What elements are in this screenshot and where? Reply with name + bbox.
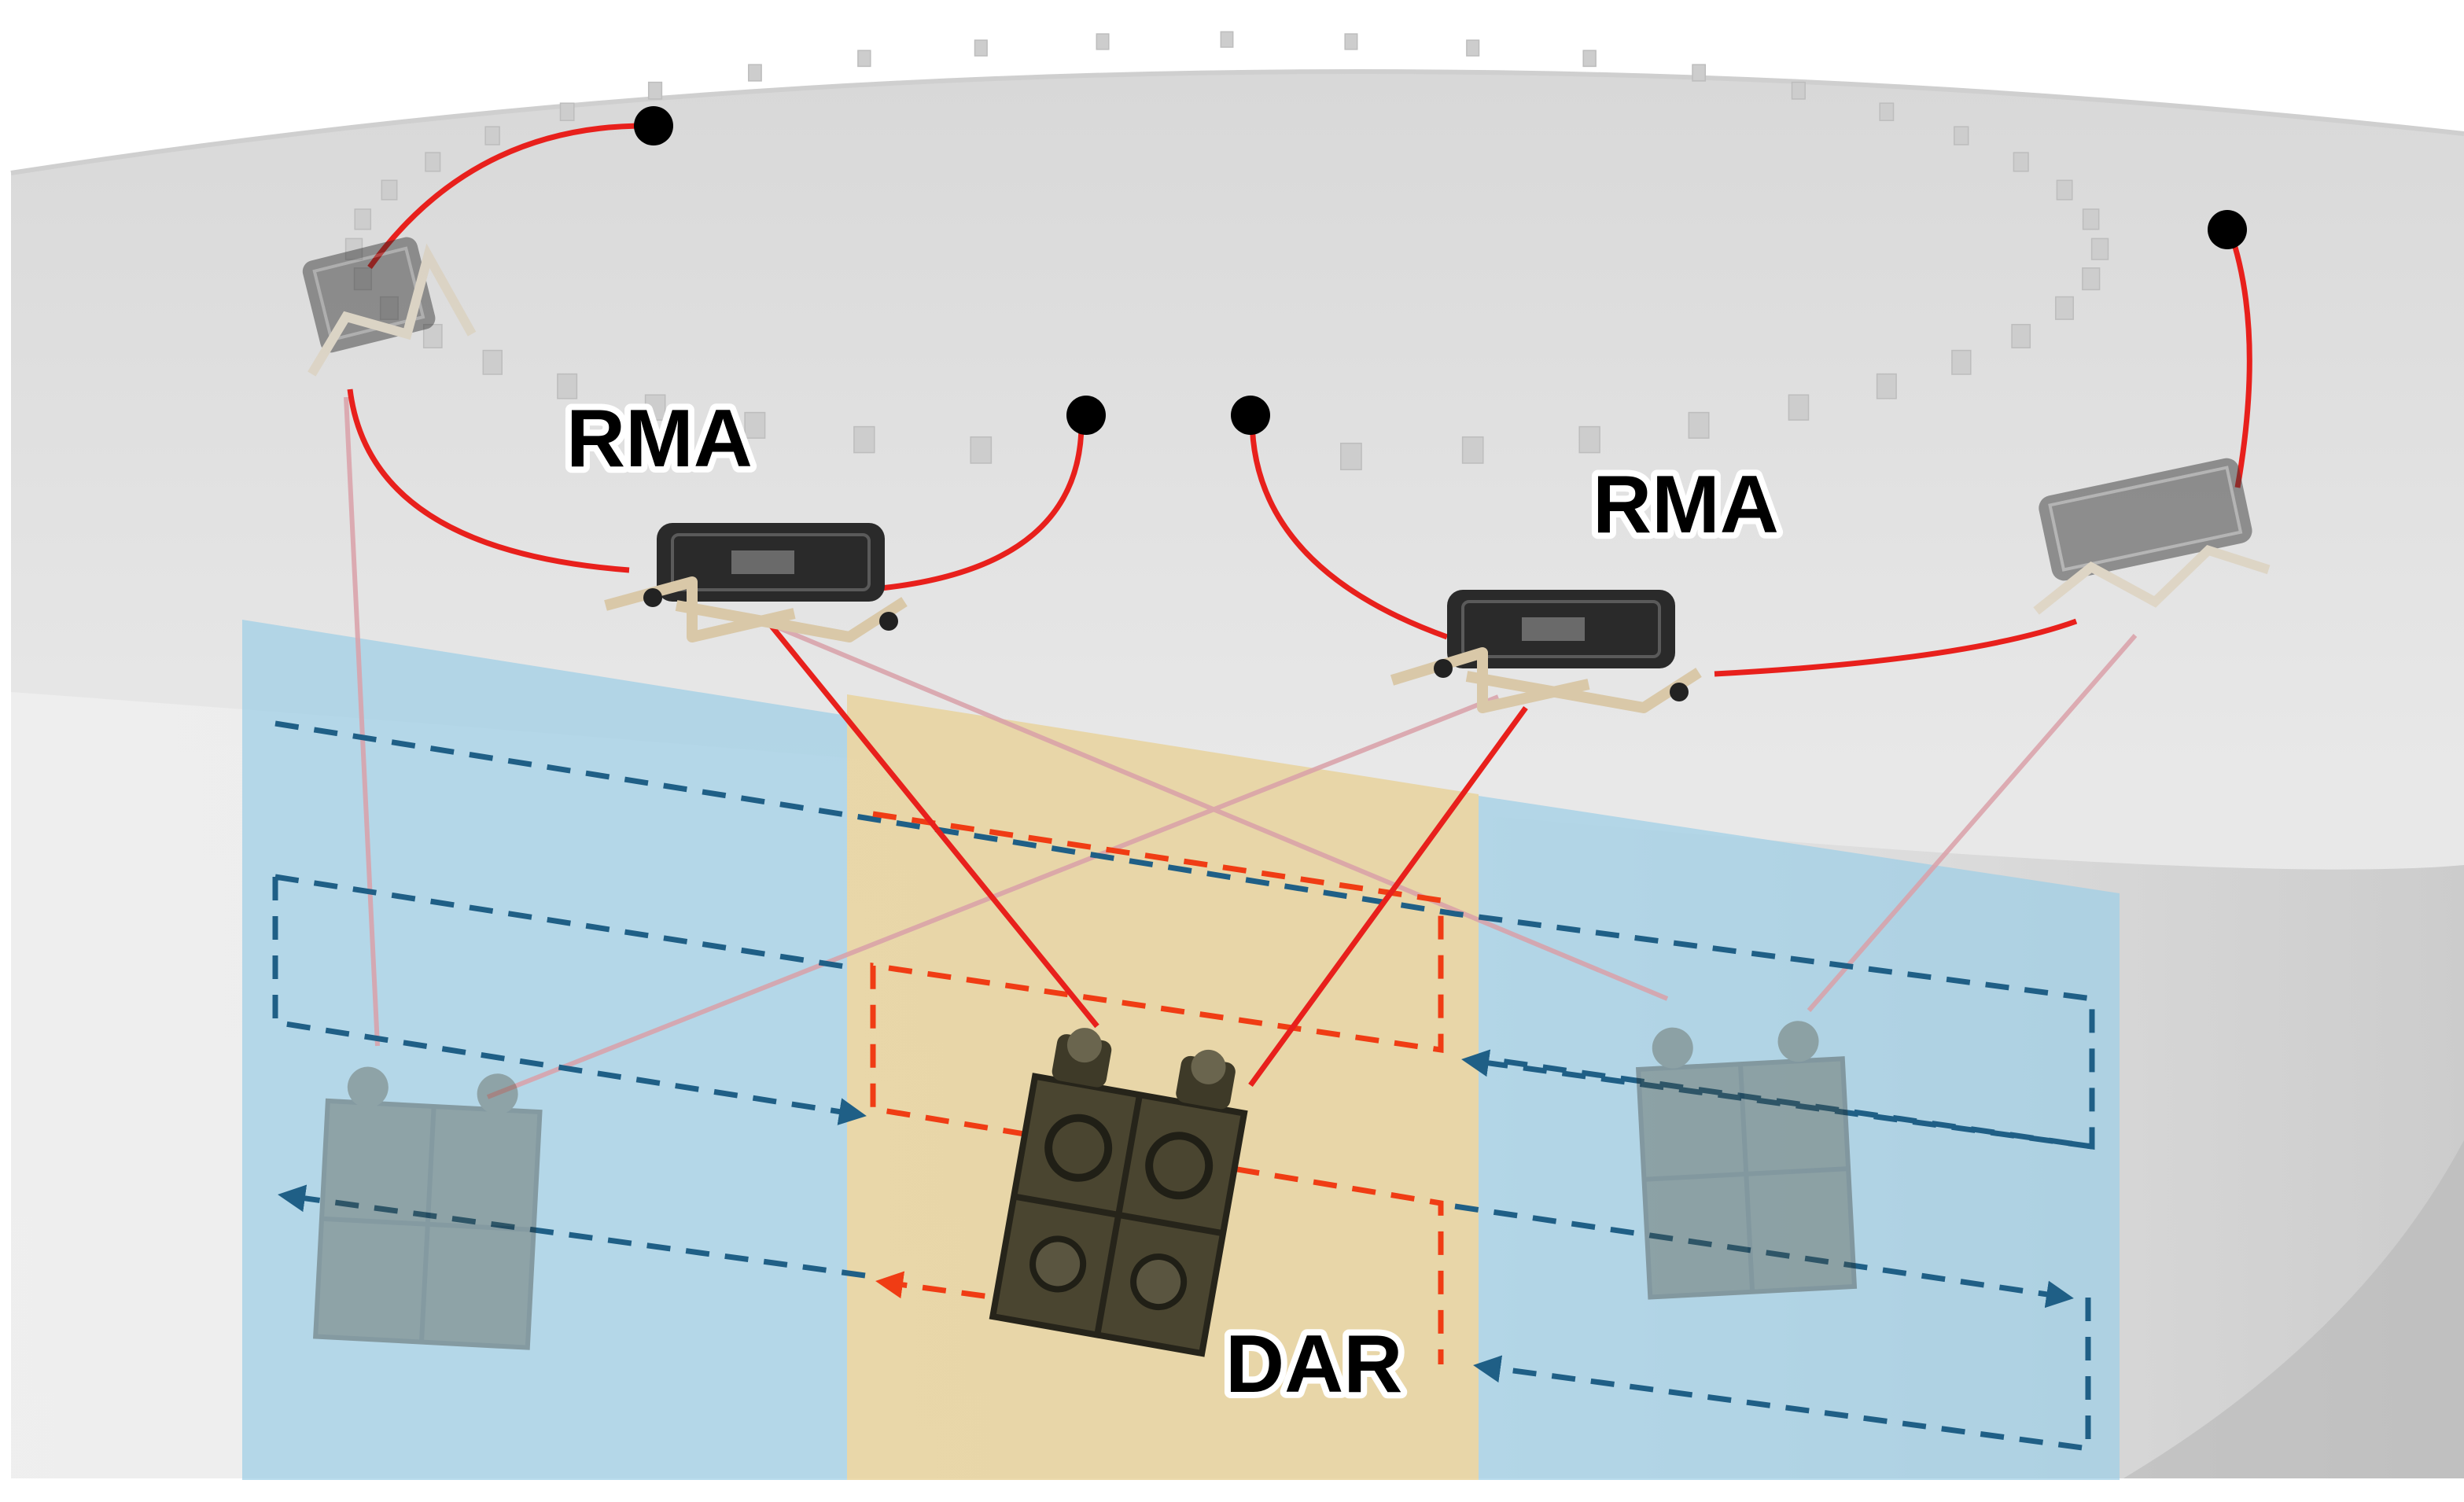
roof-pillar-icon [857,50,871,68]
faded-cable [761,619,1669,1001]
red-path-1 [870,811,1444,1364]
roof-pillar-icon [344,237,363,260]
blue-path-lower-left [278,1184,866,1279]
anchor-points [634,106,2247,435]
cable-ghost-rma-top [367,123,646,270]
roof-pillar-icon [2011,323,2031,348]
roof-pillar-icon [425,152,441,172]
roof-pillar-icon [1578,425,1600,454]
blue-sweep-paths [272,720,2095,1452]
roof-pillar-icon [1788,394,1810,421]
roof-pillar-icon [1876,373,1897,399]
rma-right-label: RMA [1593,459,1779,550]
anchor-icon [1231,396,1270,435]
anchor-icon [634,106,673,145]
rma-left-label: RMA [566,393,753,484]
roof-pillar-icon [557,373,578,399]
faded-cable [1807,634,2138,1012]
roof-pillar-icon [1582,50,1597,68]
roof-pillar-icon [1466,39,1480,57]
rma-ghost-right [2033,458,2271,615]
active-cables [347,123,2252,1088]
roof-pillar-icon [1096,33,1110,50]
cable-right-rma-anchor [1249,414,1449,640]
roof-pillar-icon [1791,81,1806,100]
roof-pillar-icon [422,323,443,348]
rma-left-robot [604,523,908,642]
tank-wall-shadow [2123,1140,2464,1478]
roof-pillar-icon [748,64,762,82]
dar-ghost-right [1635,1021,1858,1300]
roof-pillar-icon [970,436,993,464]
roof-pillar-icon [482,349,503,375]
roof-pillar-icon [1688,411,1710,439]
roof-pillar-icon [381,179,398,201]
cable-driven-platform-robot-icon [313,1098,543,1350]
roof-pillar-icon [974,39,988,57]
roof-pillar-icon [2082,267,2101,291]
roof-pillar-icon [744,411,766,439]
tracked-crawler-robot-icon [302,237,436,353]
tracked-crawler-robot-icon [2039,458,2252,581]
roof-pillar-icon [484,126,500,145]
roof-pillar-icon [2055,296,2074,320]
cable-left-rma-anchor [880,416,1085,591]
roof-pillar-icon [1954,126,1969,145]
dar-robot [989,1028,1248,1357]
roof-pillar-icon [1344,33,1358,50]
roof-pillar-icon [354,208,372,230]
blue-path-top [274,720,2095,1150]
blue-path-left [272,874,861,1115]
faded-cables [344,396,2138,1099]
rma-ghost-top-left [302,237,477,377]
roof-pillar-icon [1461,436,1484,464]
roof-pillar-icon [2013,152,2029,172]
roof-pillar-icon [1879,102,1895,121]
blue-path-bottom [1473,1298,2091,1452]
roof-pillar-icon [853,425,875,454]
faded-cable [344,396,380,1047]
roof-pillar-icon [1220,31,1234,48]
dar-label: DAR [1225,1319,1402,1410]
cable-driven-platform-robot-icon [1635,1056,1858,1300]
tank-roof-rim [10,68,2464,175]
roof-pillar-icon [647,81,663,100]
cable-ghost-rma-left [347,388,630,573]
rma-right-robot [1390,590,1702,713]
roof-pillar-icon [2056,179,2073,201]
roof-pillar-icon [1692,64,1707,82]
roof-pillar-ring [344,31,2109,470]
roof-pillar-icon [1951,349,1972,375]
cable-rma-right-to-dar [1248,705,1528,1088]
cable-far-right [2226,228,2252,488]
cable-rma-left-to-dar [768,623,1099,1029]
side-zone-left [242,620,847,1480]
dar-ghost-left [313,1066,543,1350]
roof-pillar-icon [353,267,372,291]
cable-right-rma-ghost [1714,618,2078,677]
blue-path-right-return [1461,1049,2093,1150]
roof-pillar-icon [644,394,666,421]
anchor-icon [2208,210,2247,249]
roof-pillar-icon [1340,442,1362,470]
roof-pillar-icon [2082,208,2100,230]
anchor-icon [1066,396,1106,435]
blue-path-lower-right [1454,1203,2074,1309]
roof-pillar-icon [379,296,399,320]
labels: RMA RMA DAR [560,387,1785,1416]
side-zone-right [1479,796,2120,1480]
roof-pillar-icon [2090,237,2109,260]
roof-pillar-icon [559,102,575,121]
